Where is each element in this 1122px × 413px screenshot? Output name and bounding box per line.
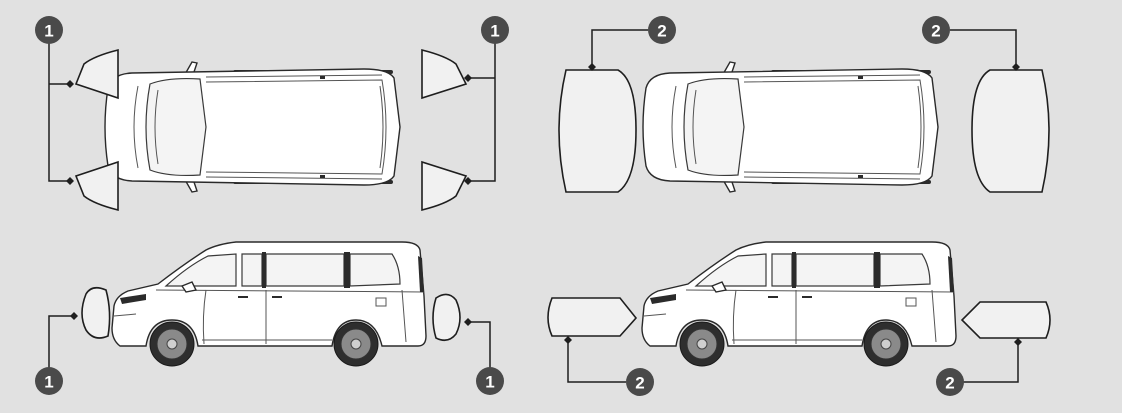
minivan-top-view: [104, 61, 401, 193]
callout-number: 2: [635, 374, 644, 393]
minivan-side-view: [641, 241, 957, 367]
leader-line: [468, 42, 496, 182]
callout-number: 1: [44, 373, 53, 392]
front-right-corner-zone: [74, 160, 119, 212]
callout-number: 1: [490, 22, 499, 41]
callout-badge-1: 1: [35, 367, 63, 395]
pointer-diamond: [464, 177, 472, 185]
callout-badge-1: 1: [481, 16, 509, 44]
pointer-diamond: [464, 318, 472, 326]
front-corner-zone-side: [81, 286, 111, 339]
minivan-top-view: [642, 61, 939, 193]
pointer-diamond: [464, 74, 472, 82]
pointer-diamond: [66, 80, 74, 88]
callout-number: 1: [44, 22, 53, 41]
callout-number: 2: [945, 374, 954, 393]
pointer-diamond: [70, 312, 78, 320]
minivan-side-view: [111, 241, 427, 367]
leader-line: [48, 315, 72, 368]
pointer-diamond: [564, 336, 572, 344]
pointer-diamond: [1014, 338, 1022, 346]
callout-number: 1: [485, 373, 494, 392]
side-view-center-sensors: 2 2: [547, 241, 1051, 396]
top-view-center-sensors: 2 2: [558, 16, 1050, 193]
callout-number: 2: [657, 22, 666, 41]
side-view-corner-sensors: 1 1: [35, 241, 504, 395]
rear-corner-zone-side: [432, 293, 461, 342]
rear-right-corner-zone: [421, 160, 468, 212]
pointer-diamond: [1012, 63, 1020, 71]
callout-badge-2: 2: [922, 16, 950, 44]
leader-line: [48, 42, 70, 182]
callout-badge-1: 1: [35, 16, 63, 44]
callout-badge-2: 2: [936, 368, 964, 396]
rear-center-zone-side: [960, 301, 1051, 339]
leader-line: [567, 340, 626, 383]
rear-center-zone: [971, 69, 1050, 193]
top-view-corner-sensors: 1 1: [35, 16, 509, 212]
leader-line: [468, 321, 491, 368]
front-center-zone: [558, 69, 637, 193]
leader-line: [591, 29, 648, 66]
callout-number: 2: [931, 22, 940, 41]
leader-line: [962, 342, 1019, 383]
callout-badge-1: 1: [476, 367, 504, 395]
callout-badge-2: 2: [626, 368, 654, 396]
front-center-zone-side: [547, 297, 638, 337]
leader-line: [950, 29, 1017, 66]
callout-badge-2: 2: [648, 16, 676, 44]
front-left-corner-zone: [74, 48, 119, 100]
rear-left-corner-zone: [421, 48, 468, 100]
pointer-diamond: [588, 63, 596, 71]
pointer-diamond: [66, 177, 74, 185]
